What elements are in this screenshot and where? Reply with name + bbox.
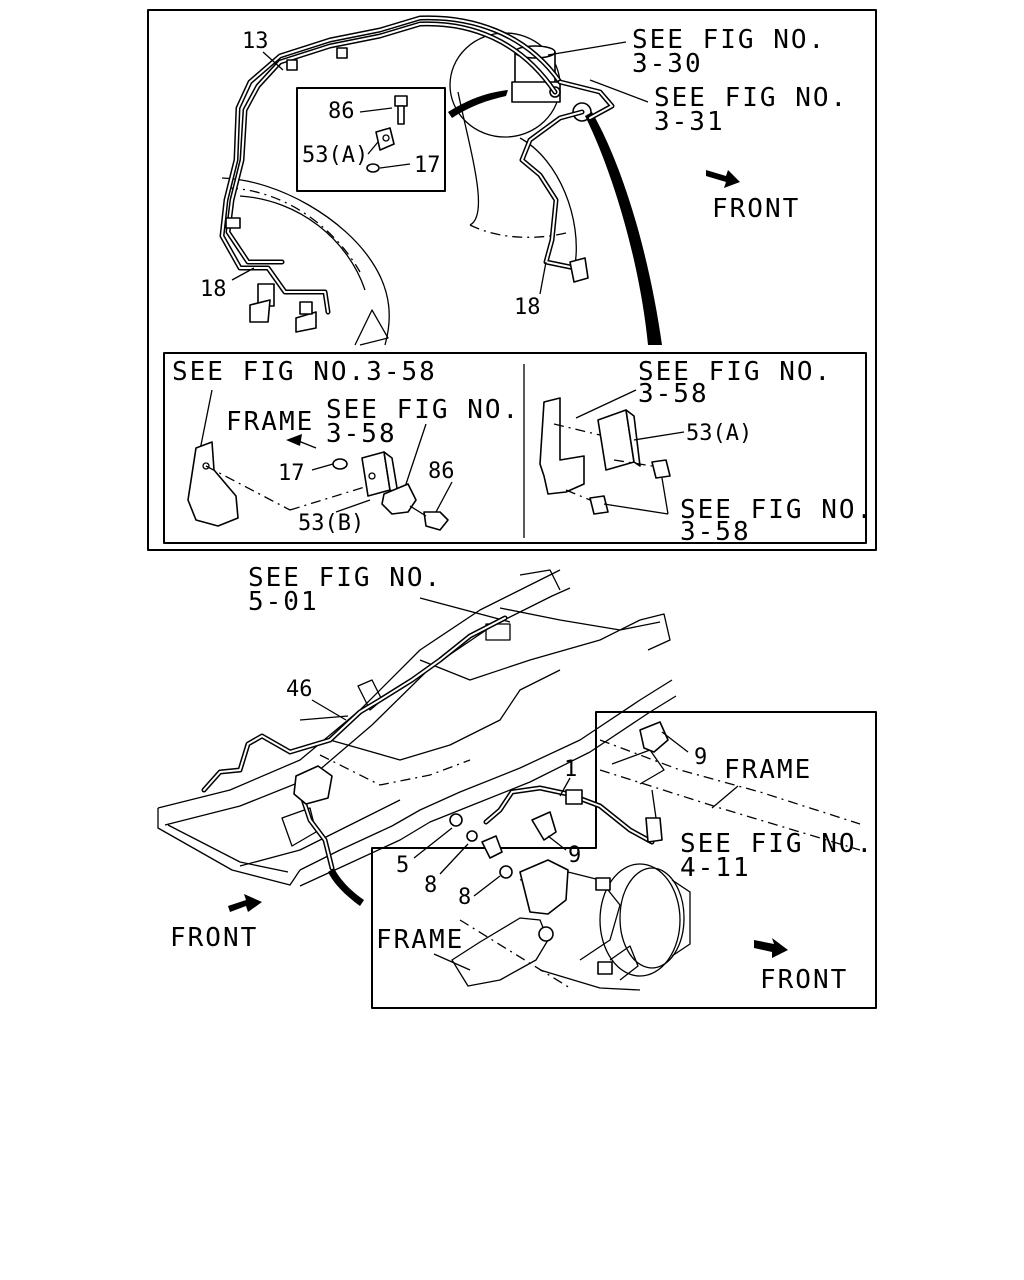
detail-pointer-arrow: [585, 112, 662, 345]
detail-left-see-fig-line1: SEE FIG NO.: [326, 395, 520, 425]
differential-drawing: [595, 863, 691, 981]
see-fig-3-31-line1: SEE FIG NO.: [654, 83, 848, 113]
brake-hose-left: [249, 283, 317, 333]
brake-booster-drawing: [449, 32, 592, 266]
detail-left: SEE FIG NO.3-58 FRAME SEE FIG NO. 3-58: [172, 357, 520, 536]
detail-right: SEE FIG NO. 3-58 53(A) SEE FIG NO. 3-58: [539, 357, 874, 547]
rear-detail-border: [371, 711, 877, 1009]
see-fig-4-11-line1: SEE FIG NO.: [680, 829, 874, 859]
front-label-top: FRONT: [712, 194, 800, 224]
callout-9-mid: 9: [568, 843, 581, 868]
see-fig-4-11-line2: 4-11: [680, 853, 751, 883]
chassis-view: SEE FIG NO. 5-01: [157, 563, 677, 953]
union-fitting: [381, 483, 417, 515]
rear-detail-panel: 1 9 9 5 8 8 FRAME FRAME SEE FIG NO. 4-11…: [371, 711, 877, 1009]
see-fig-3-30-line2: 3-30: [632, 49, 703, 79]
bolt-86-head: [394, 95, 408, 107]
detail-box-border: [163, 352, 867, 544]
detail-box: SEE FIG NO.3-58 FRAME SEE FIG NO. 3-58: [163, 352, 874, 547]
washer-8-a: [466, 830, 478, 842]
detail-left-callout-17: 17: [278, 461, 305, 486]
frame-rails: [157, 569, 677, 887]
see-fig-3-31-line2: 3-31: [654, 107, 725, 137]
bolt-right-lower: [589, 495, 609, 515]
frame-crossmember: [539, 397, 585, 495]
callout-13: 13: [242, 29, 269, 54]
top-panel-border: [147, 9, 877, 551]
callout-1: 1: [564, 757, 577, 782]
inset-callout-86: 86: [328, 99, 355, 124]
callout-8-a: 8: [424, 873, 437, 898]
washer-17-detail: [332, 458, 348, 470]
detail-left-frame: FRAME: [226, 407, 314, 437]
callout-5: 5: [396, 853, 409, 878]
detail-left-callout-53b: 53(B): [298, 511, 364, 536]
inset-border: [296, 87, 446, 192]
clip-9-mid: [531, 811, 557, 841]
bolt-5: [449, 813, 463, 827]
see-fig-5-01-line2: 5-01: [248, 587, 319, 617]
brake-pipe-right: [519, 79, 615, 283]
inset-callout-17: 17: [414, 153, 441, 178]
inset-callout-53a: 53(A): [302, 143, 368, 168]
brake-pipe-13: [219, 15, 563, 315]
callout-46: 46: [286, 677, 313, 702]
frame-bracket: [187, 441, 239, 527]
see-fig-5-01-line1: SEE FIG NO.: [248, 563, 442, 593]
front-arrow-icon-rear: [754, 938, 788, 958]
fastener-inset: 86 53(A) 17: [296, 87, 446, 192]
master-cylinder-chassis: [293, 765, 333, 805]
detail-left-callout-86: 86: [428, 459, 455, 484]
detail-right-see-fig-top-line1: SEE FIG NO.: [638, 357, 832, 387]
detail-right-see-fig-bottom-line2: 3-58: [680, 517, 751, 547]
callout-18-left: 18: [200, 277, 227, 302]
detail-left-see-fig: SEE FIG NO.3-58: [172, 357, 437, 387]
frame-label-rear-left: FRAME: [376, 925, 464, 955]
see-fig-3-30-line1: SEE FIG NO.: [632, 25, 826, 55]
hose-end-fitting: [645, 817, 663, 843]
detail-left-see-fig-line2: 3-58: [326, 419, 397, 449]
callout-9-top: 9: [694, 745, 707, 770]
detail-right-see-fig-bottom-line1: SEE FIG NO.: [680, 495, 874, 525]
callout-18-right: 18: [514, 295, 541, 320]
washer-17: [366, 163, 380, 173]
inset-pointer-arrow: [448, 90, 508, 118]
washer-8-b: [499, 865, 513, 879]
clip-9-top: [639, 721, 669, 753]
top-panel: 13 18 18 SEE FIG NO. 3-30 SEE FIG NO. 3-…: [147, 9, 877, 551]
front-label-chassis: FRONT: [170, 923, 258, 953]
front-label-rear: FRONT: [760, 965, 848, 995]
union-bolt: [481, 835, 503, 859]
detail-right-callout-53a: 53(A): [686, 421, 752, 446]
bolt-86-detail: [423, 511, 449, 531]
front-arrow-icon: [706, 170, 740, 188]
front-arrow-icon-chassis: [228, 894, 262, 912]
wheel-arch-drawing: [221, 177, 390, 346]
detail-right-see-fig-top-line2: 3-58: [638, 379, 709, 409]
clip-53a: [375, 127, 395, 151]
rear-detail-pointer: [328, 868, 364, 906]
frame-label-rear-top: FRAME: [724, 755, 812, 785]
callout-8-b: 8: [458, 885, 471, 910]
frame-arrow-icon: [286, 434, 302, 446]
bolt-right-upper: [651, 459, 671, 479]
